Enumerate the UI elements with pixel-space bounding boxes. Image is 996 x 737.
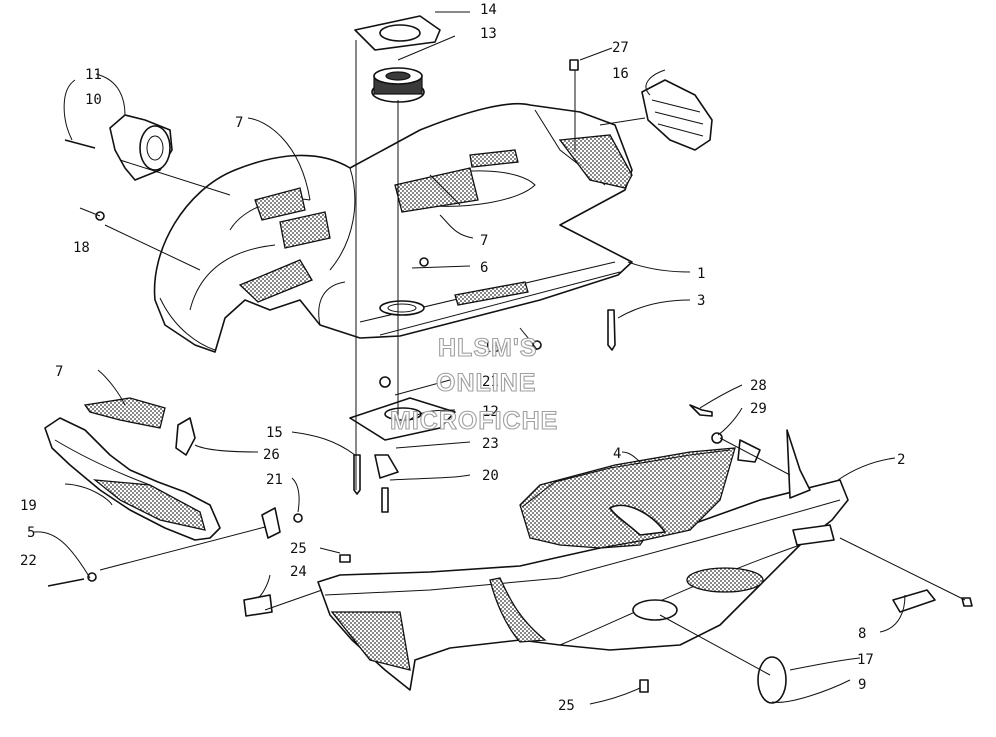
callout-25-bottom: 25 — [558, 698, 575, 714]
callout-28: 28 — [750, 378, 767, 394]
callout-3: 3 — [697, 293, 705, 309]
seal-part — [371, 67, 425, 103]
callout-14: 14 — [480, 2, 497, 18]
callout-25-mid: 25 — [290, 541, 307, 557]
callout-6: 6 — [480, 260, 488, 276]
callout-5: 5 — [27, 525, 35, 541]
callout-7-left: 7 — [55, 364, 63, 380]
side-panel-part — [519, 447, 736, 549]
callout-7-top: 7 — [235, 115, 243, 131]
decal-part — [83, 397, 166, 429]
callout-lines — [33, 47, 906, 705]
callout-2: 2 — [897, 452, 905, 468]
callout-22: 22 — [20, 553, 37, 569]
callout-21-mid: 21 — [482, 374, 499, 390]
callout-4: 4 — [613, 446, 621, 462]
callout-18: 18 — [73, 240, 90, 256]
gasket-part — [354, 15, 441, 51]
callout-13: 13 — [480, 26, 497, 42]
lower-pan-part — [317, 429, 849, 691]
callout-7-mid: 7 — [480, 233, 488, 249]
callout-29: 29 — [750, 401, 767, 417]
callout-labels: 1 2 3 4 5 6 7 7 7 8 9 10 11 12 13 14 15 … — [20, 2, 905, 714]
callout-20: 20 — [482, 468, 499, 484]
callout-16-top: 16 — [612, 66, 629, 82]
callout-24: 24 — [290, 564, 307, 580]
leader-lines — [99, 11, 966, 676]
callout-23: 23 — [482, 436, 499, 452]
callout-27: 27 — [612, 40, 629, 56]
callout-9: 9 — [858, 677, 866, 693]
watermark: HLSM'S ONLINE MICROFICHE — [389, 333, 558, 435]
callout-21-left: 21 — [266, 472, 283, 488]
watermark-line-2: ONLINE — [436, 369, 536, 397]
boot-part — [109, 114, 173, 181]
callout-15: 15 — [266, 425, 283, 441]
plate-part — [349, 397, 456, 441]
callout-19: 19 — [20, 498, 37, 514]
watermark-line-1: HLSM'S — [438, 334, 537, 362]
callout-16-mid: 16 — [483, 340, 500, 356]
callout-17: 17 — [857, 652, 874, 668]
callout-10: 10 — [85, 92, 102, 108]
upper-pan-part — [153, 102, 633, 353]
vent-part — [641, 79, 713, 151]
side-rail-part — [44, 417, 221, 541]
callout-26: 26 — [263, 447, 280, 463]
callout-8: 8 — [858, 626, 866, 642]
callout-1: 1 — [697, 266, 705, 282]
callout-11: 11 — [85, 67, 102, 83]
callout-12: 12 — [482, 404, 499, 420]
watermark-line-3: MICROFICHE — [390, 407, 558, 435]
